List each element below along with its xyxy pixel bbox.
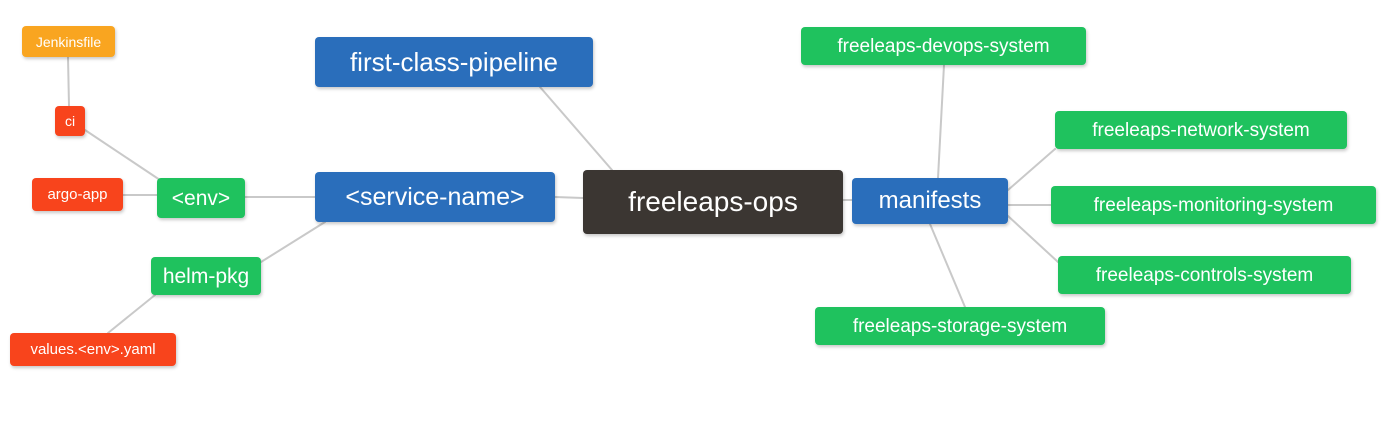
node-freeleaps-controls-system[interactable]: freeleaps-controls-system [1058,256,1351,294]
edge-freeleaps-ops-to-first-class-pipeline [539,86,613,171]
node-freeleaps-devops-system[interactable]: freeleaps-devops-system [801,27,1086,65]
edge-ci-to-jenkinsfile [67,56,70,107]
node-manifests[interactable]: manifests [852,178,1008,224]
edge-manifests-to-freeleaps-network-system [1007,148,1056,191]
edge-env-to-ci [84,129,161,181]
edge-manifests-to-freeleaps-controls-system [1007,215,1059,263]
edge-service-name-to-helm-pkg [260,221,326,263]
edge-helm-pkg-to-values-yaml [107,294,156,334]
node-values-yaml[interactable]: values.<env>.yaml [10,333,176,366]
node-helm-pkg[interactable]: helm-pkg [151,257,261,295]
node-freeleaps-network-system[interactable]: freeleaps-network-system [1055,111,1347,149]
node-env[interactable]: <env> [157,178,245,218]
node-argo-app[interactable]: argo-app [32,178,123,211]
node-jenkinsfile[interactable]: Jenkinsfile [22,26,115,57]
node-first-class-pipeline[interactable]: first-class-pipeline [315,37,593,87]
edge-manifests-to-freeleaps-devops-system [937,64,945,179]
edge-manifests-to-freeleaps-storage-system [929,223,966,308]
node-freeleaps-storage-system[interactable]: freeleaps-storage-system [815,307,1105,345]
node-freeleaps-ops[interactable]: freeleaps-ops [583,170,843,234]
node-service-name[interactable]: <service-name> [315,172,555,222]
edge-freeleaps-ops-to-service-name [554,196,584,199]
node-ci[interactable]: ci [55,106,85,136]
node-freeleaps-monitoring-system[interactable]: freeleaps-monitoring-system [1051,186,1376,224]
